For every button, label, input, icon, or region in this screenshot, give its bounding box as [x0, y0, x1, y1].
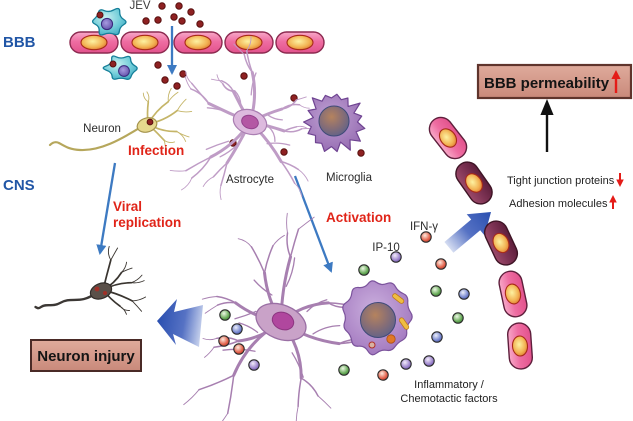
bbb-permeability-label: BBB permeability [484, 75, 610, 92]
cytokine-dots [218, 231, 470, 381]
activation-label: Activation [326, 210, 391, 225]
microglia-label: Microglia [326, 172, 373, 184]
neuron-label: Neuron [83, 123, 121, 135]
vessel-cell-maroon [483, 220, 519, 266]
immune-cell-nucleus [118, 65, 130, 77]
infection-label: Infection [128, 143, 184, 158]
immune-cell-nucleus [100, 17, 114, 31]
injured-neuron [34, 245, 147, 315]
tight-junction-down-arrow-icon [616, 173, 624, 187]
viral-replication-line1: Viral [113, 199, 142, 214]
microglia-nucleus [318, 105, 350, 137]
viral-replication-arrow [96, 162, 117, 255]
organelle [398, 317, 410, 330]
inflammatory-line1: Inflammatory / [414, 379, 485, 391]
bbb-permeability-box: BBB permeability [476, 63, 633, 100]
cns-label: CNS [3, 177, 35, 194]
injured-axon [34, 291, 98, 310]
tight-junction-row: Tight junction proteins [507, 173, 624, 187]
activated-microglia-nucleus [360, 302, 396, 338]
ifn-gamma-label: IFN-γ [410, 221, 438, 233]
endothelial-nucleus [80, 34, 108, 51]
jev-label: JEV [129, 0, 150, 12]
organelle [368, 341, 376, 349]
vessel-cell-pink [428, 116, 468, 160]
virus-in-neuron [146, 118, 154, 126]
microglia [303, 93, 366, 153]
vessel-cell-chain [428, 116, 534, 370]
inflammatory-line2: Chemotactic factors [400, 393, 498, 405]
endothelial-nucleus [184, 34, 212, 51]
adhesion-label: Adhesion molecules [509, 198, 608, 210]
adhesion-up-arrow-icon [609, 195, 617, 209]
organelle [386, 334, 396, 344]
viral-replication-line2: replication [113, 215, 181, 230]
tight-junction-label: Tight junction proteins [507, 175, 615, 187]
endothelial-nucleus [131, 34, 159, 51]
injury-spot [94, 286, 100, 292]
immune-cell-below [102, 55, 138, 80]
permeability-block-arrow [444, 212, 491, 253]
astrocyte-nucleus [241, 114, 259, 130]
bbb-label: BBB [3, 34, 36, 51]
vessel-cell-pink [498, 270, 528, 318]
bbb-endothelial-row [69, 31, 325, 54]
neuron-injury-box: Neuron injury [30, 339, 142, 372]
astrocyte [169, 35, 313, 201]
virus-particle [109, 60, 117, 68]
permeability-cause-arrow [540, 99, 554, 152]
activated-astrocyte-nucleus [271, 311, 295, 331]
endothelial-nucleus [235, 34, 263, 51]
injury-block-arrow [157, 299, 203, 347]
virus-particle [96, 11, 104, 19]
injury-spot [102, 290, 108, 296]
vessel-cell-pink [506, 322, 534, 370]
astrocyte-label: Astrocyte [226, 174, 274, 186]
neuron-injury-label: Neuron injury [37, 348, 135, 365]
neuron-axon [48, 125, 143, 152]
endothelial-nucleus [286, 34, 314, 51]
adhesion-row: Adhesion molecules [509, 195, 617, 210]
injured-soma [89, 282, 113, 300]
activated-microglia [342, 280, 413, 356]
ip10-label: IP-10 [372, 242, 400, 254]
organelle [392, 293, 405, 304]
vessel-cell-maroon [455, 161, 493, 205]
permeability-up-arrow-icon [611, 70, 621, 93]
immune-cell-above [91, 7, 127, 36]
neuron [48, 87, 193, 152]
